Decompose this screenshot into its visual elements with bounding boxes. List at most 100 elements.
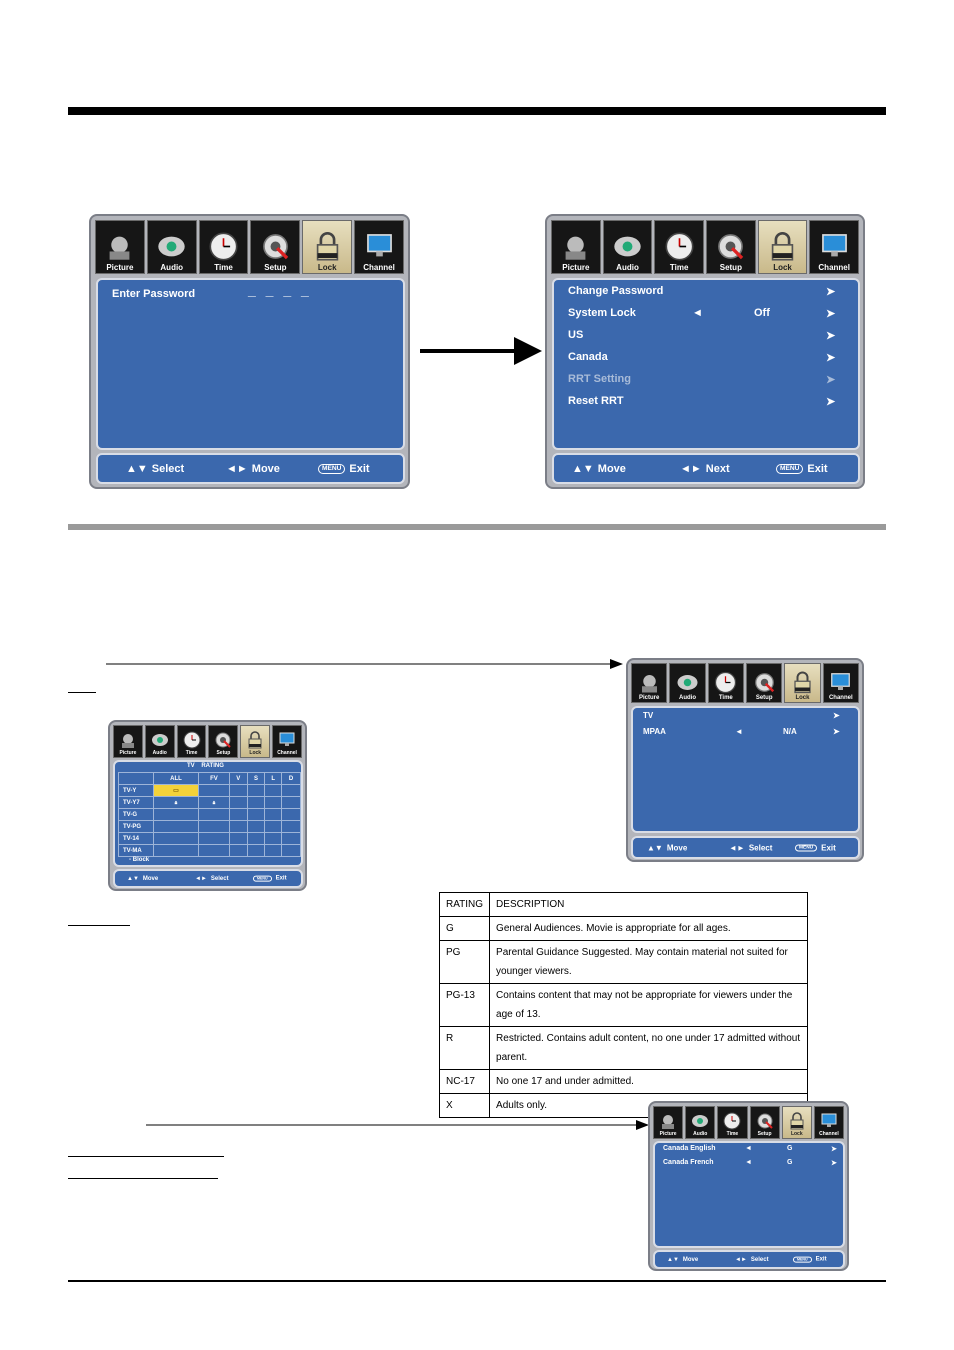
- tab-audio[interactable]: Audio: [144, 725, 175, 758]
- menu-item-label[interactable]: Reset RRT: [568, 395, 624, 407]
- tab-time[interactable]: Time: [176, 725, 207, 758]
- grid-cell[interactable]: [281, 784, 301, 797]
- grid-cell[interactable]: [153, 844, 199, 857]
- arrow-right-icon[interactable]: ➤: [833, 727, 840, 736]
- menu-item-label[interactable]: Change Password: [568, 285, 664, 297]
- tab-lock[interactable]: Lock: [302, 220, 353, 274]
- grid-cell[interactable]: [198, 832, 230, 845]
- grid-cell[interactable]: [246, 832, 266, 845]
- grid-cell[interactable]: [246, 808, 266, 821]
- tab-channel[interactable]: Channel: [813, 1106, 845, 1139]
- tab-lock[interactable]: Lock: [781, 1106, 812, 1139]
- menu-item-label[interactable]: Canada English: [663, 1145, 716, 1152]
- tab-time[interactable]: Time: [654, 220, 705, 274]
- tab-picture[interactable]: Picture: [653, 1106, 684, 1139]
- menu-item-label[interactable]: MPAA: [643, 727, 666, 736]
- grid-cell[interactable]: ▭: [153, 784, 199, 797]
- menu-item-label[interactable]: System Lock: [568, 307, 636, 319]
- heading-underline: [68, 1156, 224, 1157]
- hint-label: Exit: [349, 462, 370, 475]
- grid-cell[interactable]: [228, 844, 248, 857]
- tab-setup[interactable]: Setup: [706, 220, 756, 274]
- grid-row-header: TV-Y7: [118, 796, 154, 809]
- grid-cell[interactable]: 🔒︎: [198, 796, 230, 809]
- menu-item-label[interactable]: Canada: [568, 351, 608, 363]
- nav-keys-icon: ▲▼: [667, 1256, 679, 1263]
- nav-keys-icon: ▲▼: [126, 462, 148, 475]
- grid-cell[interactable]: [264, 820, 282, 833]
- arrow-left-icon[interactable]: ◄: [735, 727, 743, 736]
- grid-cell[interactable]: [228, 832, 248, 845]
- grid-cell[interactable]: [246, 844, 266, 857]
- grid-cell[interactable]: [228, 820, 248, 833]
- menu-item-label[interactable]: TV: [643, 711, 654, 720]
- grid-cell[interactable]: [228, 796, 248, 809]
- tab-channel[interactable]: Channel: [354, 220, 404, 274]
- arrow-right-icon[interactable]: ➤: [826, 330, 836, 342]
- tab-time[interactable]: Time: [717, 1106, 748, 1139]
- grid-cell[interactable]: [228, 784, 248, 797]
- grid-cell[interactable]: [264, 832, 282, 845]
- grid-cell[interactable]: [281, 844, 301, 857]
- grid-cell[interactable]: [246, 796, 266, 809]
- tab-audio[interactable]: Audio: [602, 220, 653, 274]
- grid-cell[interactable]: [264, 808, 282, 821]
- tab-time[interactable]: Time: [198, 220, 249, 274]
- tab-setup[interactable]: Setup: [749, 1106, 780, 1139]
- grid-cell[interactable]: [246, 784, 266, 797]
- tab-picture[interactable]: Picture: [113, 725, 143, 758]
- grid-cell[interactable]: [198, 820, 230, 833]
- tab-picture[interactable]: Picture: [95, 220, 145, 274]
- grid-cell[interactable]: [153, 820, 199, 833]
- tab-channel[interactable]: Channel: [809, 220, 860, 274]
- grid-cell[interactable]: [281, 832, 301, 845]
- grid-cell[interactable]: [281, 820, 301, 833]
- grid-cell[interactable]: [281, 808, 301, 821]
- arrow-right-icon[interactable]: ➤: [826, 308, 836, 320]
- arrow-left-icon[interactable]: ◄: [692, 307, 703, 319]
- tab-channel[interactable]: Channel: [272, 725, 302, 758]
- arrow-right-icon[interactable]: ➤: [826, 374, 836, 386]
- menu-item-label[interactable]: RRT Setting: [568, 373, 631, 385]
- tab-lock[interactable]: Lock: [757, 220, 808, 274]
- tab-lock[interactable]: Lock: [784, 663, 821, 703]
- arrow-left-icon[interactable]: ◄: [745, 1159, 752, 1166]
- grid-cell[interactable]: [264, 796, 282, 809]
- menu-item-label[interactable]: Canada French: [663, 1159, 714, 1166]
- tab-audio[interactable]: Audio: [146, 220, 197, 274]
- tab-audio[interactable]: Audio: [669, 663, 706, 703]
- tab-picture[interactable]: Picture: [551, 220, 601, 274]
- tab-setup[interactable]: Setup: [250, 220, 301, 274]
- grid-cell[interactable]: [281, 796, 301, 809]
- tab-audio[interactable]: Audio: [685, 1106, 716, 1139]
- grid-cell[interactable]: [198, 808, 230, 821]
- grid-cell[interactable]: [198, 844, 230, 857]
- tab-channel[interactable]: Channel: [822, 663, 859, 703]
- grid-cell[interactable]: 🔒︎: [153, 796, 199, 809]
- grid-cell[interactable]: [264, 784, 282, 797]
- menu-item-label[interactable]: US: [568, 329, 584, 341]
- tab-setup[interactable]: Setup: [208, 725, 239, 758]
- arrow-right-icon[interactable]: ➤: [826, 352, 836, 364]
- tab-picture[interactable]: Picture: [631, 663, 668, 703]
- arrow-right-icon[interactable]: ➤: [826, 396, 836, 408]
- tab-label: Lock: [790, 1131, 803, 1137]
- arrow-right-icon[interactable]: ➤: [831, 1146, 837, 1153]
- grid-cell[interactable]: [246, 820, 266, 833]
- password-mask[interactable]: _ _ _ _: [248, 282, 312, 298]
- grid-cell[interactable]: [198, 784, 230, 797]
- arrow-left-icon[interactable]: ◄: [745, 1145, 752, 1152]
- tab-time[interactable]: Time: [707, 663, 744, 703]
- grid-cell[interactable]: [228, 808, 248, 821]
- tab-lock[interactable]: Lock: [240, 725, 271, 758]
- arrow-right-icon[interactable]: ➤: [826, 286, 836, 298]
- arrow-right-icon[interactable]: ➤: [831, 1160, 837, 1167]
- hint-label: Select: [210, 875, 229, 882]
- grid-cell[interactable]: [264, 844, 282, 857]
- tab-setup[interactable]: Setup: [745, 663, 783, 703]
- grid-cell[interactable]: [153, 832, 199, 845]
- arrow-right-icon[interactable]: ➤: [833, 711, 840, 720]
- grid-cell[interactable]: [153, 808, 199, 821]
